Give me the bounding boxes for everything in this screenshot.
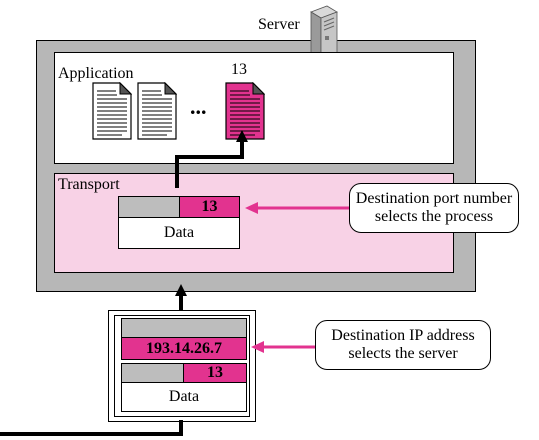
arrowhead-up-icon (175, 284, 187, 296)
document-icon (137, 82, 177, 140)
transport-to-app-arrow (175, 140, 244, 188)
process-port-label: 13 (231, 61, 247, 78)
network-line (0, 420, 183, 436)
callout-port-number: Destination port number selects the proc… (349, 183, 519, 233)
callout-ip-address: Destination IP address selects the serve… (315, 320, 491, 370)
segment-port: 13 (179, 196, 240, 218)
server-label: Server (258, 16, 300, 33)
segment-data: Data (118, 217, 240, 249)
ellipsis: ... (190, 94, 207, 119)
arrowhead-up-icon (236, 130, 248, 142)
packet-data: Data (121, 382, 247, 412)
transport-label: Transport (58, 176, 120, 193)
arrowhead-left-icon (251, 341, 264, 353)
packet-port: 13 (183, 363, 247, 383)
packet-ip-address: 193.14.26.7 (121, 337, 247, 360)
callout-ip-line2: selects the server (348, 345, 458, 362)
application-label: Application (58, 65, 134, 82)
arrowhead-left-icon (245, 202, 258, 214)
callout-ip-line1: Destination IP address (331, 327, 475, 344)
document-icon (92, 82, 132, 140)
selected-process-document-icon (225, 82, 265, 140)
callout-port-line1: Destination port number (355, 190, 513, 207)
callout-port-line2: selects the process (374, 208, 494, 225)
